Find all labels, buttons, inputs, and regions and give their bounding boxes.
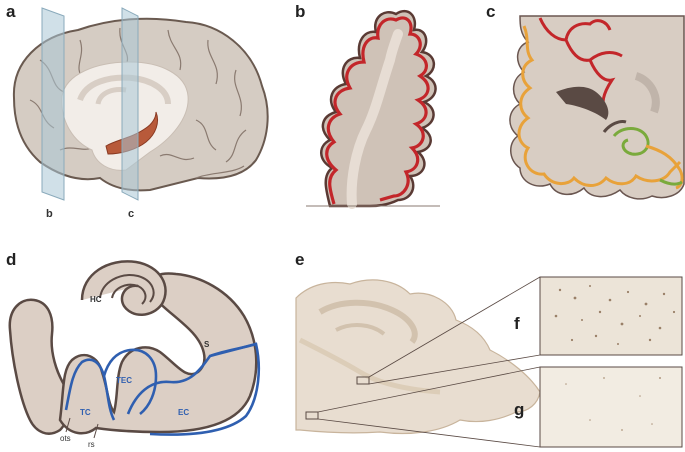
region-outline-tc <box>64 358 116 421</box>
region-label-hc: HC <box>90 295 102 304</box>
section-c-green-layer <box>612 127 650 156</box>
inset-f <box>539 276 683 356</box>
region-outline-tec <box>102 348 158 416</box>
section-c-red-layer <box>538 17 623 113</box>
inset-label-f: f <box>514 314 520 333</box>
region-label-tc: TC <box>80 408 91 417</box>
sample-box-g <box>305 411 319 420</box>
sample-box-f <box>356 376 370 385</box>
region-label-ec: EC <box>178 408 190 417</box>
stained-tissue <box>295 279 541 435</box>
sulcus-label-ots: ots <box>60 434 71 443</box>
sulcus-label-rs: rs <box>88 440 95 449</box>
plane-b-label: b <box>46 208 53 220</box>
plane-b <box>41 7 65 201</box>
panel-label-a: a <box>6 2 16 21</box>
region-label-s: S <box>204 340 210 349</box>
inset-g-cells <box>565 377 661 431</box>
slice-b-red-layer <box>325 16 430 205</box>
panel-label-d: d <box>6 250 17 269</box>
region-label-tec: TEC <box>116 376 132 385</box>
plane-c-label: c <box>128 208 135 220</box>
inset-label-g: g <box>514 400 525 419</box>
section-c-orange-layer <box>517 25 682 187</box>
inset-f-cells <box>554 285 676 345</box>
panel-label-e: e <box>295 250 305 269</box>
inset-g <box>539 366 683 448</box>
plane-c <box>121 7 139 201</box>
panel-label-c: c <box>486 2 496 21</box>
panel-label-b: b <box>295 2 306 21</box>
